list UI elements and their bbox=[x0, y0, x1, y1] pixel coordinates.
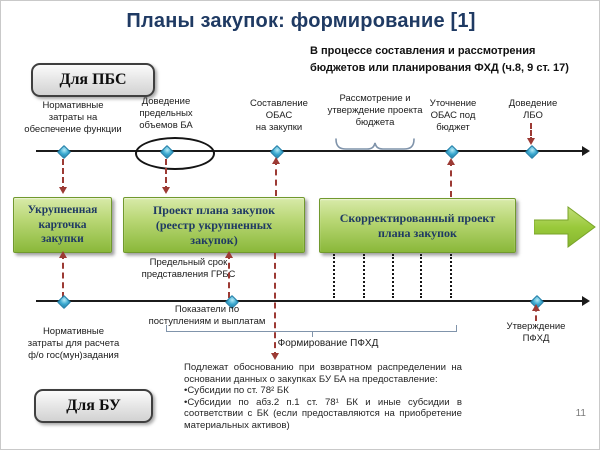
process-box-enlarged-card: Укрупненная карточка закупки bbox=[13, 197, 112, 253]
group-label-pbs: Для ПБС bbox=[31, 63, 155, 97]
dotted-connector bbox=[392, 254, 394, 298]
justification-note: Подлежат обоснованию при возвратном расп… bbox=[184, 362, 462, 431]
milestone-label: Утверждение ПФХД bbox=[506, 321, 566, 344]
connector-arrow-up bbox=[532, 304, 540, 321]
group-label-bu: Для БУ bbox=[34, 389, 153, 423]
forward-arrow-icon bbox=[534, 206, 596, 248]
justification-intro: Подлежат обоснованию при возвратном расп… bbox=[184, 362, 462, 385]
header-note: В процессе составления и рассмотрения бю… bbox=[310, 45, 569, 74]
milestone-label: Показатели по поступлениям и выплатам bbox=[148, 304, 266, 327]
connector-arrow-up bbox=[272, 157, 280, 196]
connector-arrow-up bbox=[225, 251, 233, 298]
dotted-connector bbox=[333, 254, 335, 298]
justification-bullet: •Субсидии по абз.2 п.1 ст. 78¹ БК и иные… bbox=[184, 396, 462, 431]
connector-arrow-down bbox=[59, 159, 67, 194]
process-box-draft-plan: Проект плана закупок (реестр укрупненных… bbox=[123, 197, 305, 253]
phase-bracket bbox=[166, 325, 457, 337]
dotted-connector bbox=[420, 254, 422, 298]
deadline-note: Предельный срок представления ГРБС bbox=[141, 257, 236, 280]
connector-arrow-up bbox=[59, 251, 67, 298]
dotted-connector bbox=[363, 254, 365, 298]
process-box-corrected-plan: Скорректированный проект плана закупок bbox=[319, 198, 516, 253]
justification-bullet: •Субсидии по ст. 78² БК bbox=[184, 385, 289, 396]
milestone-label: Доведение предельных объемов БА bbox=[139, 96, 193, 131]
timeline-bottom bbox=[36, 296, 590, 306]
connector-arrow-long-down bbox=[271, 253, 279, 360]
timeline-top bbox=[36, 146, 590, 156]
connector-arrow-up bbox=[447, 158, 455, 197]
milestone-marker bbox=[56, 294, 72, 310]
dotted-connector bbox=[450, 254, 452, 298]
emphasis-oval bbox=[135, 137, 215, 170]
connector-arrow-down bbox=[162, 159, 170, 194]
milestone-label: Составление ОБАС на закупки bbox=[250, 98, 308, 133]
milestone-label: Нормативные затраты на обеспечение функц… bbox=[24, 100, 122, 135]
page-title: Планы закупок: формирование [1] bbox=[126, 10, 476, 32]
brace-decoration bbox=[335, 138, 415, 150]
page-number: 11 bbox=[575, 408, 586, 419]
connector-arrow-down bbox=[527, 123, 535, 145]
milestone-label: Нормативные затраты для расчета ф/о гос(… bbox=[27, 326, 120, 361]
phase-label: Формирование ПФХД bbox=[277, 338, 379, 349]
milestone-label: Рассмотрение и утверждение проекта бюдже… bbox=[327, 93, 423, 128]
milestone-marker bbox=[56, 144, 72, 160]
milestone-label: Уточнение ОБАС под бюджет bbox=[429, 98, 477, 133]
milestone-label: Доведение ЛБО bbox=[508, 98, 558, 121]
